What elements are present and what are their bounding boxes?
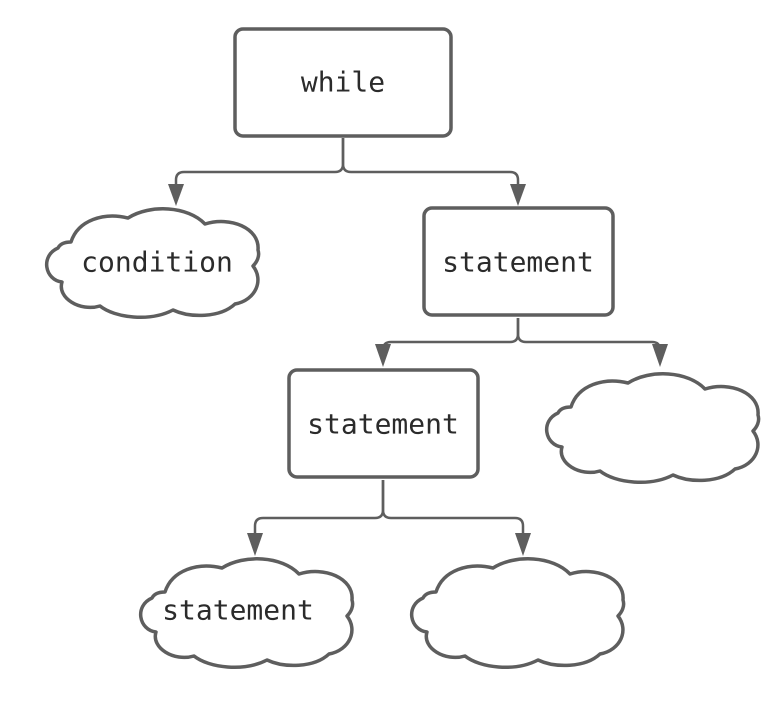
condition-label: condition bbox=[81, 246, 233, 279]
node-statement-2: statement bbox=[287, 368, 480, 479]
arrowhead-statement-2 bbox=[375, 344, 391, 367]
node-empty-cloud-2 bbox=[409, 557, 626, 669]
node-statement-1: statement bbox=[422, 206, 615, 317]
node-while: while bbox=[233, 27, 453, 138]
arrowhead-statement-1 bbox=[510, 184, 526, 206]
edge-statement-to-statement bbox=[381, 318, 520, 352]
empty-cloud-1 bbox=[544, 372, 761, 484]
statement-cloud-label: statement bbox=[162, 594, 314, 627]
statement-box-2 bbox=[287, 368, 480, 479]
edge-while-to-statement bbox=[341, 138, 520, 190]
statement-box-1 bbox=[422, 206, 615, 317]
edge-statement-to-statement-cloud bbox=[253, 480, 385, 538]
arrowhead-empty-cloud-2 bbox=[515, 533, 531, 556]
statement-label-1: statement bbox=[442, 246, 594, 279]
while-label: while bbox=[301, 66, 385, 99]
arrowhead-statement-cloud bbox=[247, 533, 263, 556]
while-box bbox=[233, 27, 453, 138]
node-empty-cloud-1 bbox=[544, 372, 761, 484]
empty-cloud-2 bbox=[409, 557, 626, 669]
edge-statement-to-empty-cloud bbox=[516, 318, 662, 352]
arrowhead-empty-cloud-1 bbox=[652, 344, 668, 367]
statement-label-2: statement bbox=[307, 408, 459, 441]
connectors bbox=[168, 138, 668, 556]
node-statement-cloud: statement bbox=[138, 557, 355, 669]
node-condition: condition bbox=[44, 207, 261, 319]
edge-statement-to-empty-cloud-2 bbox=[381, 480, 525, 538]
edge-while-to-condition bbox=[174, 138, 345, 190]
arrowhead-condition bbox=[168, 184, 184, 206]
